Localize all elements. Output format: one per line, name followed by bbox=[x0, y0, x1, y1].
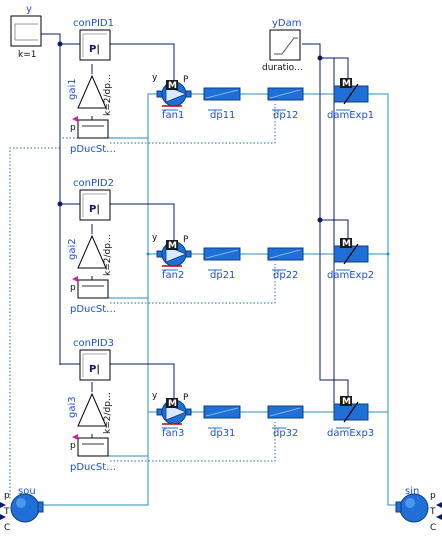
gain-2-param: k=2/dp… bbox=[103, 234, 113, 276]
gain-2-label: gai2 bbox=[67, 238, 78, 260]
boundary-sink-label: sin bbox=[405, 486, 419, 497]
connector-triangle-3 bbox=[72, 434, 78, 440]
pipe-dp21[interactable]: dp21 bbox=[203, 247, 241, 281]
boundary-source-port-t: T bbox=[3, 507, 10, 517]
fan-2-label: fan2 bbox=[162, 270, 184, 281]
boundary-sink-port-p: p bbox=[430, 491, 436, 501]
fan-3-p-label: P bbox=[183, 393, 189, 403]
pressure-sensor-3-label: pDucSt… bbox=[70, 462, 116, 473]
pid-controller-1-label: conPID1 bbox=[73, 18, 114, 29]
block-ydam-param: duratio… bbox=[262, 63, 303, 73]
pipe-dp11-label: dp11 bbox=[210, 110, 235, 121]
pid-controller-2-label: conPID2 bbox=[73, 178, 114, 189]
fan-3-label: fan3 bbox=[162, 428, 184, 439]
block-y[interactable]: y k=1 bbox=[10, 4, 42, 60]
pipe-dp12-label: dp12 bbox=[273, 110, 298, 121]
fan-1[interactable]: y M P fan1 bbox=[152, 73, 192, 121]
fan-2-p-label: P bbox=[183, 235, 189, 245]
damper-3[interactable]: M damExp3 bbox=[327, 396, 374, 439]
pipe-dp21-label: dp21 bbox=[210, 270, 235, 281]
pid-controller-1[interactable]: conPID1 P| bbox=[73, 18, 114, 61]
pipe-dp32[interactable]: dp32 bbox=[267, 405, 304, 439]
pid-controller-3[interactable]: conPID3 P| bbox=[73, 338, 114, 381]
pressure-sensor-1[interactable]: p pDucSt… bbox=[70, 119, 116, 155]
fan-2[interactable]: y M P fan2 bbox=[152, 233, 192, 281]
fan-1-p-label: P bbox=[183, 75, 189, 85]
block-y-param: k=1 bbox=[18, 50, 36, 60]
pipe-dp31[interactable]: dp31 bbox=[203, 405, 241, 439]
pid-controller-3-label: conPID3 bbox=[73, 338, 114, 349]
fan-3-input-label: y bbox=[152, 391, 158, 401]
signal-lines bbox=[41, 33, 349, 438]
pressure-sensor-2-symbol: p bbox=[70, 283, 76, 293]
pid-controller-3-symbol: P| bbox=[89, 364, 100, 375]
gain-3-param: k=2/dp… bbox=[103, 392, 113, 434]
damper-3-motor-letter: M bbox=[342, 397, 351, 407]
boundary-source-port-p: p bbox=[4, 491, 10, 501]
pressure-sensor-2-label: pDucSt… bbox=[70, 304, 116, 315]
fan-3[interactable]: y M P fan3 bbox=[152, 391, 192, 439]
gain-1-label: gai1 bbox=[67, 78, 78, 100]
fan-3-motor-letter: M bbox=[168, 399, 177, 409]
pipe-dp11[interactable]: dp11 bbox=[203, 87, 241, 121]
block-y-name: y bbox=[26, 4, 32, 15]
pressure-sensor-1-label: pDucSt… bbox=[70, 144, 116, 155]
pipe-dp22-label: dp22 bbox=[273, 270, 298, 281]
damper-1[interactable]: M damExp1 bbox=[327, 78, 374, 121]
pipe-dp31-label: dp31 bbox=[210, 428, 235, 439]
damper-2-label: damExp2 bbox=[327, 270, 374, 281]
gain-1-param: k=2/dp… bbox=[103, 74, 113, 116]
pipe-dp32-label: dp32 bbox=[273, 428, 298, 439]
gain-3-label: gai3 bbox=[67, 396, 78, 418]
pid-controller-1-symbol: P| bbox=[89, 44, 100, 55]
fan-1-input-label: y bbox=[152, 73, 158, 83]
gain-1[interactable]: gai1 k=2/dp… bbox=[67, 74, 113, 116]
fan-2-input-label: y bbox=[152, 233, 158, 243]
boundary-source-port-c: C bbox=[4, 523, 10, 533]
gain-2[interactable]: gai2 k=2/dp… bbox=[67, 234, 113, 276]
boundary-sink-port-c: C bbox=[430, 523, 436, 533]
damper-3-label: damExp3 bbox=[327, 428, 374, 439]
block-ydam[interactable]: yDam duratio… bbox=[262, 18, 303, 73]
fan-1-label: fan1 bbox=[162, 110, 184, 121]
pressure-sensor-1-symbol: p bbox=[70, 123, 76, 133]
junction-dots bbox=[57, 41, 390, 256]
fan-1-motor-letter: M bbox=[168, 81, 177, 91]
boundary-source[interactable]: sou p T C bbox=[0, 486, 44, 533]
pressure-sensor-3-symbol: p bbox=[70, 441, 76, 451]
damper-1-label: damExp1 bbox=[327, 110, 374, 121]
pressure-sensor-2[interactable]: p pDucSt… bbox=[70, 279, 116, 315]
damper-2[interactable]: M damExp2 bbox=[327, 238, 374, 281]
block-ydam-name: yDam bbox=[272, 18, 302, 29]
connector-triangle-1 bbox=[72, 116, 78, 122]
damper-1-motor-letter: M bbox=[342, 79, 351, 89]
dotted-sensor-lines bbox=[9, 104, 276, 500]
row-3: conPID3 P| gai3 k=2/dp… p pDucSt… y M P bbox=[67, 338, 374, 473]
pressure-sensor-3[interactable]: p pDucSt… bbox=[70, 437, 116, 473]
pipe-dp22[interactable]: dp22 bbox=[267, 247, 304, 281]
fan-2-motor-letter: M bbox=[168, 241, 177, 251]
connector-triangle-2 bbox=[72, 276, 78, 282]
boundary-source-label: sou bbox=[18, 486, 36, 497]
row-2: conPID2 P| gai2 k=2/dp… p pDucSt… y M P bbox=[67, 178, 374, 315]
pid-controller-2[interactable]: conPID2 P| bbox=[73, 178, 114, 221]
row-1: conPID1 P| gai1 k=2/dp… p pDucSt… y M P bbox=[67, 18, 374, 155]
boundary-sink-port-t: T bbox=[429, 507, 436, 517]
boundary-sink[interactable]: sin p T C bbox=[395, 486, 442, 533]
damper-2-motor-letter: M bbox=[342, 239, 351, 249]
pid-controller-2-symbol: P| bbox=[89, 204, 100, 215]
gain-3[interactable]: gai3 k=2/dp… bbox=[67, 392, 113, 434]
pipe-dp12[interactable]: dp12 bbox=[267, 87, 304, 121]
